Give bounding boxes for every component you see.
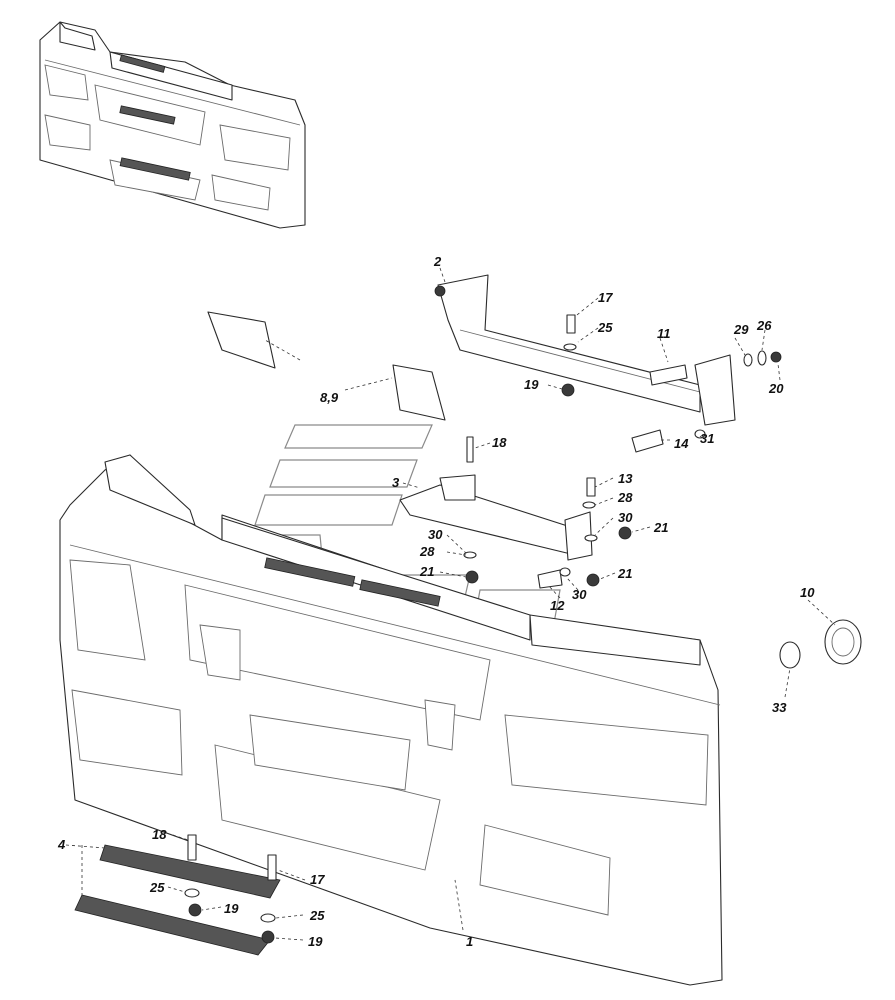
label-part-26: 26	[756, 318, 772, 333]
label-part-17-upper: 17	[598, 290, 613, 305]
label-part-33: 33	[772, 700, 787, 715]
label-part-19-lower-a: 19	[224, 901, 239, 916]
label-part-19-lower-b: 19	[308, 934, 323, 949]
bumper-assembly-overview	[39, 21, 306, 229]
part-labels: 1 2 3 4 8,9 10 11 12 13 14 17 17 18 18 1…	[57, 254, 815, 949]
label-part-12: 12	[550, 598, 565, 613]
label-part-25-upper: 25	[597, 320, 613, 335]
label-part-18-lower: 18	[152, 827, 167, 842]
label-part-1: 1	[466, 934, 473, 949]
label-part-19-upper: 19	[524, 377, 539, 392]
label-part-14: 14	[674, 436, 689, 451]
fasteners	[184, 314, 782, 944]
label-part-2: 2	[433, 254, 442, 269]
label-part-30-left: 30	[428, 527, 443, 542]
label-part-28-right: 28	[617, 490, 633, 505]
label-part-18-upper: 18	[492, 435, 507, 450]
part-8-9-corner-caps	[207, 311, 446, 421]
label-part-30-lower: 30	[572, 587, 587, 602]
label-part-13: 13	[618, 471, 633, 486]
label-part-3: 3	[392, 475, 400, 490]
label-part-28-left: 28	[419, 544, 435, 559]
label-part-31: 31	[700, 431, 714, 446]
label-part-21-left: 21	[419, 564, 434, 579]
label-part-10: 10	[800, 585, 815, 600]
label-part-8-9: 8,9	[320, 390, 339, 405]
label-part-30-right: 30	[618, 510, 633, 525]
label-part-25-lower-b: 25	[309, 908, 325, 923]
label-part-29: 29	[733, 322, 749, 337]
label-part-21-right: 21	[653, 520, 668, 535]
leader-lines	[65, 267, 836, 941]
label-part-20: 20	[768, 381, 784, 396]
label-part-25-lower-a: 25	[149, 880, 165, 895]
part-10-33-covers	[779, 619, 862, 669]
label-part-11: 11	[657, 326, 671, 341]
part-4-step-plates	[74, 844, 281, 956]
label-part-4: 4	[57, 837, 66, 852]
part-3-bumper-bracket	[399, 474, 593, 561]
label-part-17-lower: 17	[310, 872, 325, 887]
label-part-21-lower: 21	[617, 566, 632, 581]
part-1-front-bumper	[59, 454, 723, 986]
part-2-upper-mounting-bar	[434, 274, 736, 426]
